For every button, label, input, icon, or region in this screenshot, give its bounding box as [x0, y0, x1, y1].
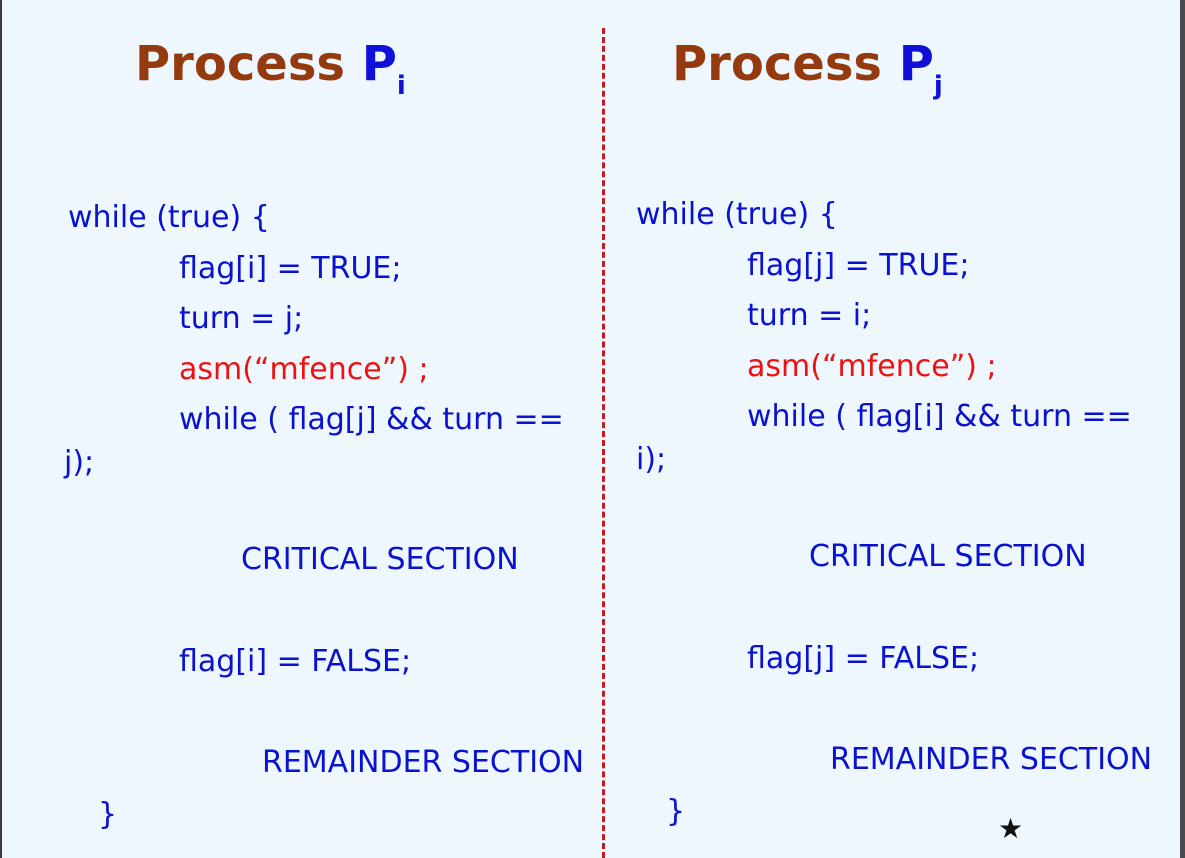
- left-turn-line: turn = j;: [179, 301, 304, 336]
- left-title-word: Process: [135, 36, 345, 92]
- right-flag-false-line: flag[j] = FALSE;: [747, 641, 980, 676]
- window-right-border: [1180, 0, 1185, 858]
- left-close-brace: }: [98, 797, 118, 832]
- left-busywait-line: while ( flag[j] && turn ==: [179, 402, 564, 437]
- right-title-p: P: [898, 36, 934, 92]
- left-flag-false-line: flag[i] = FALSE;: [179, 644, 412, 679]
- left-critical-section: CRITICAL SECTION: [241, 542, 519, 577]
- right-title: Process Pj: [672, 36, 943, 101]
- left-flag-true-line: flag[i] = TRUE;: [179, 251, 402, 286]
- left-busywait-cont: j);: [64, 445, 95, 480]
- right-title-sub: j: [933, 71, 943, 101]
- left-mfence-line: asm(“mfence”) ;: [179, 352, 429, 387]
- right-busywait-cont: i);: [636, 442, 667, 477]
- left-remainder-section: REMAINDER SECTION: [262, 745, 585, 780]
- right-mfence-line: asm(“mfence”) ;: [747, 349, 997, 384]
- right-critical-section: CRITICAL SECTION: [809, 539, 1087, 574]
- right-turn-line: turn = i;: [747, 298, 872, 333]
- right-title-word: Process: [672, 36, 882, 92]
- left-while-line: while (true) {: [68, 200, 270, 235]
- right-while-line: while (true) {: [636, 197, 838, 232]
- right-close-brace: }: [666, 794, 686, 829]
- column-divider: [602, 28, 605, 858]
- right-busywait-line: while ( flag[i] && turn ==: [747, 399, 1132, 434]
- right-remainder-section: REMAINDER SECTION: [830, 742, 1153, 777]
- star-icon: ★: [998, 812, 1024, 845]
- right-flag-true-line: flag[j] = TRUE;: [747, 248, 970, 283]
- left-title: Process Pi: [135, 36, 406, 101]
- left-title-sub: i: [396, 71, 406, 101]
- left-title-p: P: [361, 36, 397, 92]
